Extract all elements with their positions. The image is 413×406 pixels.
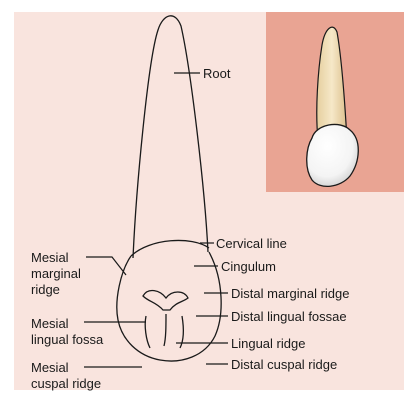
label-cingulum: Cingulum [221, 259, 276, 274]
label-mesial-marginal-ridge-line-3: ridge [31, 282, 60, 297]
label-mesial-marginal-ridge-line-1: Mesial [31, 250, 69, 265]
label-mesial-marginal-ridge-line-2: marginal [31, 266, 81, 281]
lingual-ridge-line [163, 313, 167, 347]
label-distal-lingual-fossae: Distal lingual fossae [231, 309, 347, 324]
label-mesial-cuspal-ridge-line-1: Mesial [31, 360, 69, 375]
label-root: Root [203, 66, 231, 81]
label-mesial-lingual-fossa-line-2: lingual fossa [31, 332, 104, 347]
labels: Root Cervical line Cingulum Distal margi… [31, 66, 350, 391]
label-distal-cuspal-ridge: Distal cuspal ridge [231, 357, 337, 372]
label-cervical-line: Cervical line [216, 236, 287, 251]
leader-mesial-marginal [86, 256, 127, 276]
mesial-fossa-line [144, 315, 151, 349]
distal-fossa-line [179, 315, 184, 349]
label-lingual-ridge: Lingual ridge [231, 336, 305, 351]
cingulum-shape [142, 289, 189, 311]
label-distal-marginal-ridge: Distal marginal ridge [231, 286, 350, 301]
leader-lines [84, 72, 228, 368]
crown-outline [116, 251, 222, 362]
label-mesial-cuspal-ridge-line-2: cuspal ridge [31, 376, 101, 391]
label-mesial-lingual-fossa-line-1: Mesial [31, 316, 69, 331]
inset-root [316, 26, 348, 141]
inset-tooth-illustration [266, 12, 404, 192]
inset-crown [306, 123, 359, 187]
cervical-line-outline [130, 239, 210, 257]
tooth-drawing [116, 15, 222, 362]
root-outline [132, 15, 209, 259]
